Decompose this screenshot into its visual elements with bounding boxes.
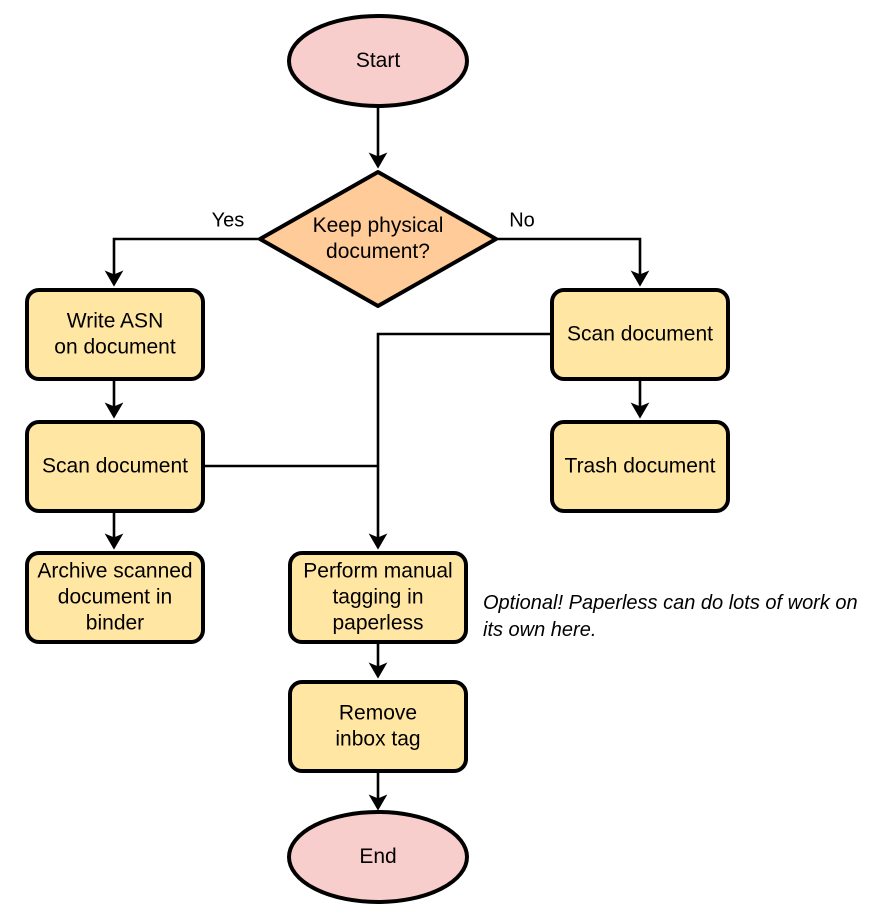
node-label: Keep physical document? [313,214,444,263]
node-label: End [359,845,396,868]
node-write-asn[interactable]: Write ASN on document [25,288,205,381]
edge-scan-right-to-tagging [368,332,552,550]
node-label: Trash document [565,454,716,477]
terminator-shape[interactable] [287,810,469,904]
node-label-line: Archive scanned [37,559,192,582]
process-shape[interactable] [25,288,205,381]
note-line: its own here. [483,619,596,641]
node-label-line: Scan document [42,454,188,477]
process-shape[interactable] [550,288,730,381]
node-scan-document-left[interactable]: Scan document [25,420,205,513]
node-start[interactable]: Start [287,14,469,108]
node-trash-document[interactable]: Trash document [550,420,730,513]
decision-shape[interactable] [258,170,498,308]
node-label-line: on document [54,335,176,358]
edge-path [104,237,260,287]
process-shape[interactable] [25,420,205,513]
edges-layer: Yes No [104,106,650,811]
note-optional: Optional! Paperless can do lots of work … [483,592,858,641]
process-shape[interactable] [25,551,205,644]
edge-label: Yes [212,209,245,231]
node-manual-tagging[interactable]: Perform manual tagging in paperless [288,551,468,644]
edge-path [496,237,650,287]
node-label-line: Start [356,49,401,72]
terminator-shape[interactable] [287,14,469,108]
edge-label: No [509,209,535,231]
node-label: Archive scanned document in binder [37,559,192,634]
node-label: Scan document [42,454,188,477]
node-decision-keep-physical[interactable]: Keep physical document? [258,170,498,308]
node-label-line: Keep physical [313,214,444,237]
node-scan-document-right[interactable]: Scan document [550,288,730,381]
process-shape[interactable] [288,551,468,644]
node-label: Perform manual tagging in paperless [303,559,452,634]
edge-decision-yes: Yes [104,209,260,287]
node-label-line: Write ASN [67,309,163,332]
node-label-line: inbox tag [335,727,420,750]
node-label-line: binder [86,611,144,634]
node-remove-inbox-tag[interactable]: Remove inbox tag [288,680,468,773]
node-label-line: Trash document [565,454,716,477]
node-archive-binder[interactable]: Archive scanned document in binder [25,551,205,644]
node-end[interactable]: End [287,810,469,904]
node-label-line: tagging in [332,585,423,608]
node-label: Remove inbox tag [335,701,420,750]
node-label: Write ASN on document [54,309,176,358]
process-shape[interactable] [550,420,730,513]
edge-decision-no: No [496,209,650,287]
node-label-line: document in [58,585,172,608]
edge-path [368,332,552,550]
node-label-line: Remove [339,701,417,724]
note-line: Optional! Paperless can do lots of work … [483,592,858,614]
node-label: Start [356,49,401,72]
node-label: Scan document [567,322,713,345]
node-label-line: Perform manual [303,559,452,582]
node-label-line: document? [326,240,430,263]
node-label-line: paperless [332,611,423,634]
node-label-line: End [359,845,396,868]
node-label-line: Scan document [567,322,713,345]
process-shape[interactable] [288,680,468,773]
notes-layer: Optional! Paperless can do lots of work … [483,592,858,641]
